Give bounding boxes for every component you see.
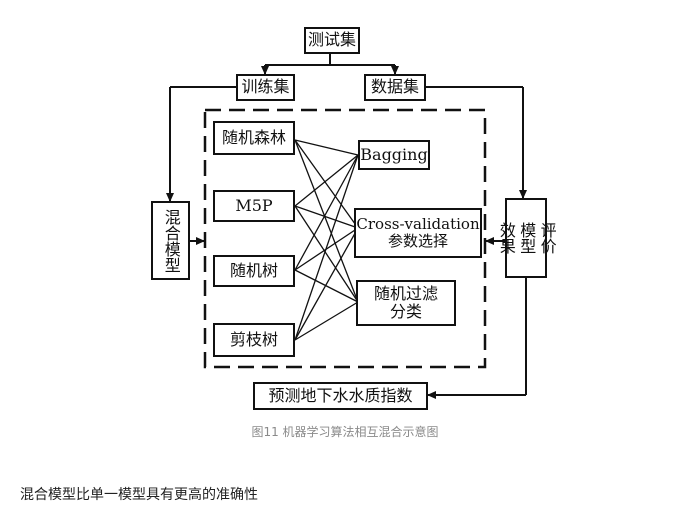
body-paragraph: 混合模型比单一模型具有更高的准确性 xyxy=(20,487,258,503)
node-random-filter-line1: 随机过滤 xyxy=(373,283,438,303)
node-m5p: M5P xyxy=(213,190,295,222)
node-cross-validation-line1: Cross-validation xyxy=(356,214,480,233)
node-evaluation-col1: 评价 xyxy=(537,222,557,254)
node-output: 预测地下水水质指数 xyxy=(253,382,428,410)
node-pruned-tree-label: 剪枝树 xyxy=(229,329,278,349)
node-data-set-label: 数据集 xyxy=(370,77,419,97)
node-evaluation-col2: 模型 xyxy=(517,222,537,254)
node-random-filter: 随机过滤 分类 xyxy=(356,280,456,326)
node-train-set-label: 训练集 xyxy=(241,77,290,97)
node-test-set: 测试集 xyxy=(304,27,360,54)
node-cross-validation-line2: 参数选择 xyxy=(387,232,448,250)
node-random-forest-label: 随机森林 xyxy=(221,127,286,147)
node-pruned-tree: 剪枝树 xyxy=(213,323,295,357)
node-random-forest: 随机森林 xyxy=(213,121,295,155)
node-hybrid-model: 混合模型 xyxy=(151,201,190,280)
dashed-container xyxy=(203,108,487,369)
node-test-set-label: 测试集 xyxy=(307,30,356,50)
node-evaluation-col3: 效果 xyxy=(496,222,516,254)
figure-caption: 图11 机器学习算法相互混合示意图 xyxy=(251,425,439,439)
node-random-filter-line2: 分类 xyxy=(389,302,422,321)
node-bagging: Bagging xyxy=(358,140,430,170)
node-hybrid-model-label: 混合模型 xyxy=(161,208,181,273)
node-evaluation: 评价 模型 效果 xyxy=(497,198,557,278)
node-random-tree: 随机树 xyxy=(213,255,295,287)
node-data-set: 数据集 xyxy=(364,74,426,101)
node-cross-validation: Cross-validation 参数选择 xyxy=(354,208,482,258)
node-output-label: 预测地下水水质指数 xyxy=(268,385,413,405)
node-m5p-label: M5P xyxy=(235,195,273,215)
node-random-tree-label: 随机树 xyxy=(229,260,278,280)
crossing-lines xyxy=(294,139,359,341)
node-train-set: 训练集 xyxy=(236,74,295,101)
node-bagging-label: Bagging xyxy=(360,144,428,164)
